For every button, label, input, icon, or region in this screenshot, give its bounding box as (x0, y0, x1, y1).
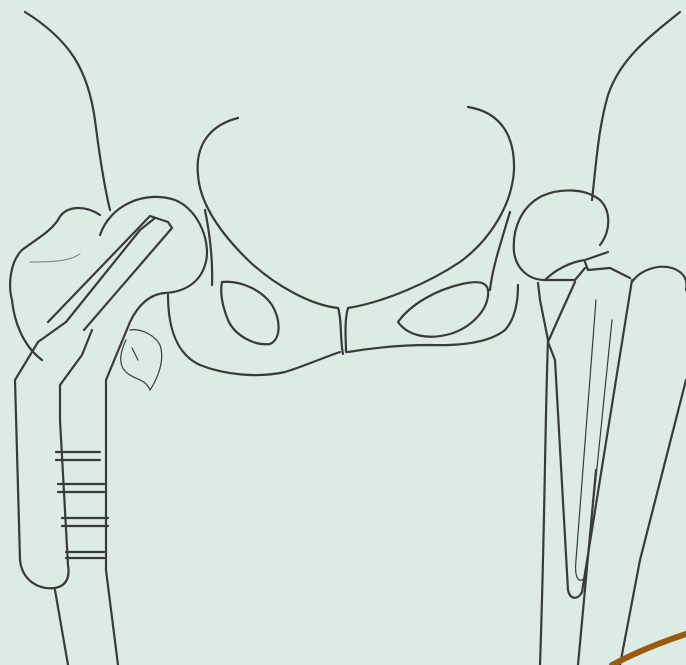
hip-sketch-drawing (0, 0, 686, 665)
paper-background (0, 0, 686, 665)
